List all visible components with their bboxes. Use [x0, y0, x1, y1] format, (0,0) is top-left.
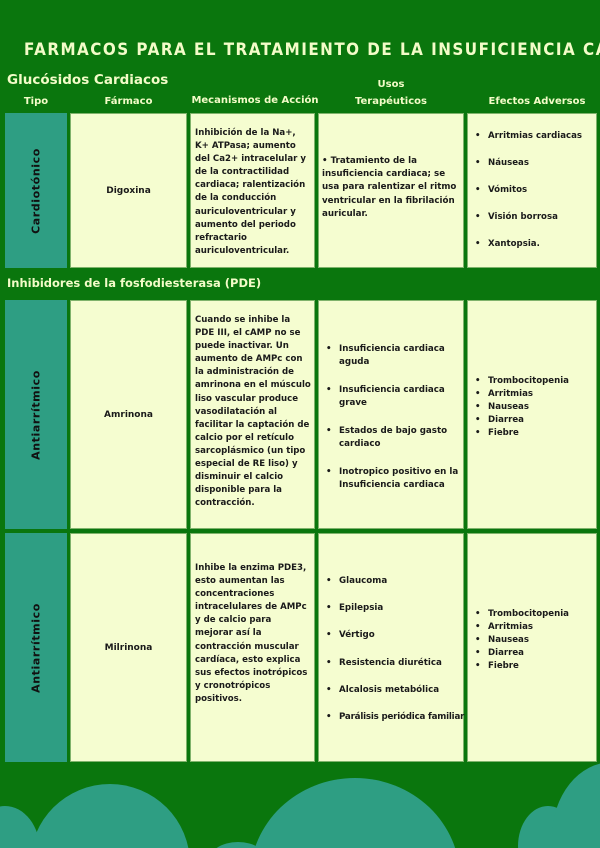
column-header-efectos: Efectos Adversos	[488, 96, 586, 107]
cloud-shape	[208, 842, 268, 848]
usos-text: • Tratamiento de la insuficiencia cardia…	[322, 156, 457, 219]
mecanismo-text: Cuando se inhibe la PDE III, el cAMP no …	[195, 315, 311, 509]
efectos-list: Trombocitopenia Arritmias Nauseas Diarre…	[471, 375, 594, 440]
uso-item: Vértigo	[322, 629, 461, 642]
efecto-item: Visión borrosa	[471, 211, 594, 224]
farmaco-cell: Digoxina	[70, 113, 187, 268]
efecto-item: Nauseas	[471, 634, 594, 647]
tipo-cell: Cardiotónico	[5, 113, 67, 268]
efecto-item: Trombocitopenia	[471, 375, 594, 388]
mecanismo-cell: Inhibición de la Na+, K+ ATPasa; aumento…	[190, 113, 315, 268]
uso-item: Glaucoma	[322, 575, 461, 588]
efecto-item: Trombocitopenia	[471, 608, 594, 621]
cloud-shape	[250, 778, 460, 848]
efecto-item: Vómitos	[471, 184, 594, 197]
usos-cell: Insuficiencia cardiaca aguda Insuficienc…	[318, 300, 464, 529]
uso-item: Estados de bajo gasto cardiaco	[322, 425, 461, 451]
efecto-item: Fiebre	[471, 427, 594, 440]
efecto-item: Fiebre	[471, 660, 594, 673]
mecanismo-cell: Cuando se inhibe la PDE III, el cAMP no …	[190, 300, 315, 529]
mecanismo-text: Inhibe la enzima PDE3, esto aumentan las…	[195, 563, 308, 704]
uso-item: Inotropico positivo en la Insuficiencia …	[322, 466, 461, 492]
efectos-cell: Trombocitopenia Arritmias Nauseas Diarre…	[467, 300, 597, 529]
efecto-item: Náuseas	[471, 157, 594, 170]
efecto-item: Diarrea	[471, 647, 594, 660]
tipo-label: Cardiotónico	[29, 147, 43, 234]
efectos-cell: Trombocitopenia Arritmias Nauseas Diarre…	[467, 533, 597, 762]
uso-item: Resistencia diurética	[322, 657, 461, 670]
cloud-shape	[30, 784, 190, 848]
column-header-tipo: Tipo	[23, 96, 49, 107]
efecto-item: Nauseas	[471, 401, 594, 414]
usos-cell: Glaucoma Epilepsia Vértigo Resistencia d…	[318, 533, 464, 762]
column-header-farmaco: Fármaco	[104, 96, 153, 107]
efectos-cell: Arritmias cardiacas Náuseas Vómitos Visi…	[467, 113, 597, 268]
efecto-item: Arritmias cardiacas	[471, 130, 594, 143]
uso-item: Insuficiencia cardiaca grave	[322, 384, 461, 410]
page-title: FARMACOS PARA EL TRATAMIENTO DE LA INSUF…	[24, 40, 600, 59]
uso-item: Epilepsia	[322, 602, 461, 615]
section-label-pde: Inhibidores de la fosfodiesterasa (PDE)	[7, 276, 262, 290]
tipo-cell: Antiarrítmico	[5, 533, 67, 762]
mecanismo-cell: Inhibe la enzima PDE3, esto aumentan las…	[190, 533, 315, 762]
tipo-cell: Antiarrítmico	[5, 300, 67, 529]
usos-list: Insuficiencia cardiaca aguda Insuficienc…	[322, 343, 461, 492]
farmaco-cell: Milrinona	[70, 533, 187, 762]
usos-cell: • Tratamiento de la insuficiencia cardia…	[318, 113, 464, 268]
mecanismo-text: Inhibición de la Na+, K+ ATPasa; aumento…	[195, 128, 306, 256]
farmaco-name: Milrinona	[104, 642, 153, 653]
column-header-usos-line1: Usos	[377, 79, 405, 90]
tipo-label: Antiarrítmico	[29, 369, 43, 460]
uso-item: Parálisis periódica familiar	[322, 711, 464, 724]
section-label-glucosidos: Glucósidos Cardiacos	[7, 72, 169, 88]
farmaco-name: Digoxina	[106, 185, 151, 196]
efectos-list: Trombocitopenia Arritmias Nauseas Diarre…	[471, 608, 594, 673]
farmaco-cell: Amrinona	[70, 300, 187, 529]
uso-item: Insuficiencia cardiaca aguda	[322, 343, 461, 369]
efecto-item: Diarrea	[471, 414, 594, 427]
efecto-item: Arritmias	[471, 388, 594, 401]
cloud-shape	[552, 762, 600, 848]
usos-list: Glaucoma Epilepsia Vértigo Resistencia d…	[322, 575, 464, 724]
efecto-item: Xantopsia.	[471, 238, 594, 251]
column-header-usos-line2: Terapéuticos	[355, 96, 427, 107]
column-header-mecanismos: Mecanismos de Acción	[191, 95, 319, 106]
uso-item: Alcalosis metabólica	[322, 684, 461, 697]
efecto-item: Arritmias	[471, 621, 594, 634]
efectos-list: Arritmias cardiacas Náuseas Vómitos Visi…	[471, 130, 594, 251]
tipo-label: Antiarrítmico	[29, 602, 43, 693]
farmaco-name: Amrinona	[104, 409, 153, 420]
